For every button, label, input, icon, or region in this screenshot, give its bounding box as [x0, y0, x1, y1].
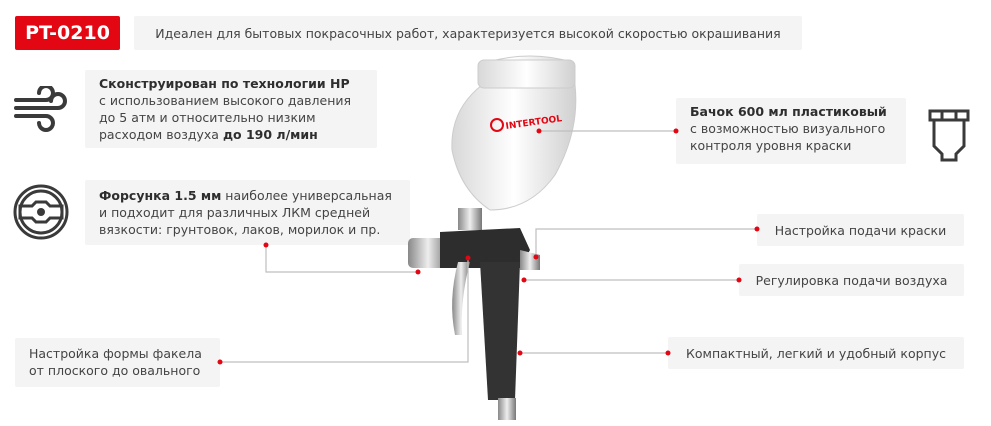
nozzle-title: Форсунка 1.5 мм — [99, 188, 222, 203]
hp-airflow: до 190 л/мин — [222, 127, 318, 142]
fan-label: Настройка формы факела от плоского до ов… — [15, 338, 220, 387]
tank-feature-box: Бачок 600 мл пластиковый с возможностью в… — [676, 98, 906, 164]
model-code-badge: PT-0210 — [15, 16, 120, 50]
hp-title: Сконструирован по технологии HP — [99, 76, 350, 91]
hp-text: с использованием высокого давления до 5 … — [99, 93, 352, 142]
tank-icon — [928, 109, 970, 162]
tank-title: Бачок 600 мл пластиковый — [690, 104, 887, 119]
nozzle-text: наиболее универсальная и подходит для ра… — [99, 188, 392, 237]
body-label: Компактный, легкий и удобный корпус — [668, 337, 964, 369]
nozzle-feature-box: Форсунка 1.5 мм наиболее универсальная и… — [85, 180, 410, 245]
hp-feature-box: Сконструирован по технологии HP с использ… — [85, 70, 377, 148]
nozzle-icon — [13, 184, 69, 240]
wind-icon — [14, 86, 67, 132]
tank-text: с возможностью визуального контроля уров… — [690, 121, 886, 153]
air-feed-label: Регулировка подачи воздуха — [739, 264, 964, 296]
tagline: Идеален для бытовых покрасочных работ, х… — [134, 16, 802, 50]
paint-feed-label: Настройка подачи краски — [757, 214, 964, 246]
